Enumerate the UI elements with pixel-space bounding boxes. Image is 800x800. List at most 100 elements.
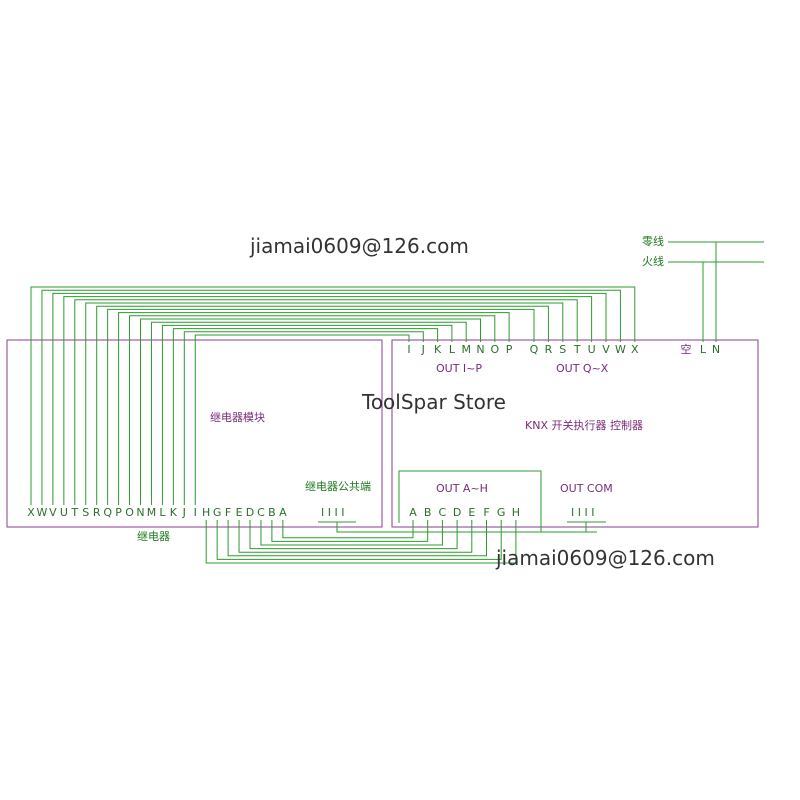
wire-i — [194, 334, 410, 505]
relay-terminal-m: M — [147, 506, 157, 519]
knx-out-com-label: OUT COM — [560, 482, 613, 495]
upper-wire-bundle — [30, 286, 636, 505]
relay-terminal-e: E — [236, 506, 243, 519]
wire-l — [161, 324, 453, 505]
wire-n — [140, 318, 481, 505]
relay-terminal-r: R — [93, 506, 101, 519]
knx-terminal-p: P — [506, 343, 513, 356]
knx-terminal-k: K — [434, 343, 442, 356]
knx-terminal-t: T — [573, 343, 581, 356]
wire-out-g — [216, 520, 502, 560]
wire-out-d — [249, 520, 458, 550]
relay-terminal-w: W — [37, 506, 48, 519]
relay-terminal-h: H — [202, 506, 210, 519]
relay-terminal-n: N — [136, 506, 144, 519]
store-watermark: ToolSpar Store — [361, 390, 506, 414]
knx-out-ip-label: OUT I~P — [436, 362, 482, 375]
knx-terminal-n: N — [476, 343, 484, 356]
relay-terminal-l: L — [159, 506, 166, 519]
knx-out-terminal-g: G — [497, 506, 506, 519]
knx-terminal-i: I — [407, 343, 410, 356]
relay-terminal-t: T — [70, 506, 78, 519]
relay-terminal-x: X — [27, 506, 35, 519]
relay-common-label: 继电器公共端 — [305, 480, 371, 493]
relay-terminal-i: I — [194, 506, 197, 519]
knx-terminal-o: O — [490, 343, 499, 356]
knx-out-ah-label: OUT A~H — [436, 482, 488, 495]
relay-terminal-s: S — [82, 506, 89, 519]
knx-terminal-q: Q — [530, 343, 539, 356]
wire-t — [74, 299, 578, 505]
out-ah-enclosure — [398, 470, 597, 533]
knx-terminal-l: L — [449, 343, 456, 356]
knx-out-terminal-d: D — [453, 506, 461, 519]
knx-terminal-u: U — [588, 343, 596, 356]
email-watermark-bottom: jiamai0609@126.com — [495, 546, 715, 570]
relay-footer-label: 继电器 — [137, 530, 170, 543]
wire-x — [30, 286, 636, 505]
wire-j — [183, 331, 424, 505]
knx-terminal-j: J — [421, 343, 425, 356]
relay-terminal-f: F — [225, 506, 231, 519]
relay-terminal-j: J — [182, 506, 186, 519]
knx-out-com-pins: I I I I — [571, 506, 594, 519]
relay-terminal-c: C — [257, 506, 265, 519]
knx-out-terminal-f: F — [483, 506, 489, 519]
wire-o — [129, 315, 496, 505]
wire-u — [63, 296, 593, 505]
relay-terminal-o: O — [125, 506, 134, 519]
knx-power-terminal-1: L — [700, 343, 707, 356]
neutral-line-label: 零线 — [642, 234, 664, 248]
knx-terminal-m: M — [461, 343, 471, 356]
relay-terminal-p: P — [115, 506, 122, 519]
relay-terminal-g: G — [213, 506, 222, 519]
relay-terminal-k: K — [170, 506, 178, 519]
wire-r — [96, 305, 549, 505]
relay-module-title: 继电器模块 — [210, 411, 265, 424]
wire-s — [85, 302, 564, 505]
wire-out-e — [238, 520, 473, 553]
wire-k — [172, 328, 439, 505]
knx-out-qx-label: OUT Q~X — [556, 362, 609, 375]
knx-out-terminal-a: A — [409, 506, 417, 519]
wire-v — [52, 292, 607, 505]
wire-out-h — [205, 520, 517, 564]
knx-actuator-title: KNX 开关执行器 控制器 — [525, 418, 643, 432]
knx-terminal-v: V — [602, 343, 610, 356]
wire-common-link — [336, 522, 541, 533]
wire-q — [107, 308, 535, 505]
lower-wire-bundle — [205, 520, 587, 564]
relay-terminal-u: U — [60, 506, 68, 519]
wire-w — [41, 289, 621, 505]
knx-power-terminal-2: N — [712, 343, 720, 356]
wire-m — [150, 321, 467, 505]
relay-terminal-q: Q — [103, 506, 112, 519]
knx-terminal-w: W — [615, 343, 626, 356]
knx-out-terminal-c: C — [439, 506, 447, 519]
knx-terminal-s: S — [559, 343, 566, 356]
knx-terminal-x: X — [631, 343, 639, 356]
wire-out-b — [271, 520, 429, 542]
wire-p — [118, 312, 510, 505]
knx-out-terminal-h: H — [512, 506, 520, 519]
relay-common-pins: I I I I — [321, 506, 344, 519]
email-watermark-top: jiamai0609@126.com — [249, 234, 469, 258]
relay-terminal-d: D — [246, 506, 254, 519]
knx-terminal-r: R — [545, 343, 553, 356]
knx-power-terminal-0: 空 — [681, 342, 692, 356]
knx-actuator-box — [391, 339, 759, 528]
knx-out-terminal-e: E — [468, 506, 475, 519]
wire-out-a — [282, 520, 414, 539]
knx-out-terminal-b: B — [424, 506, 432, 519]
relay-module-box — [6, 339, 383, 528]
wire-out-f — [227, 520, 487, 557]
power-wires — [668, 241, 764, 342]
relay-terminal-a: A — [279, 506, 287, 519]
relay-terminal-b: B — [268, 506, 276, 519]
live-line-label: 火线 — [642, 254, 664, 268]
